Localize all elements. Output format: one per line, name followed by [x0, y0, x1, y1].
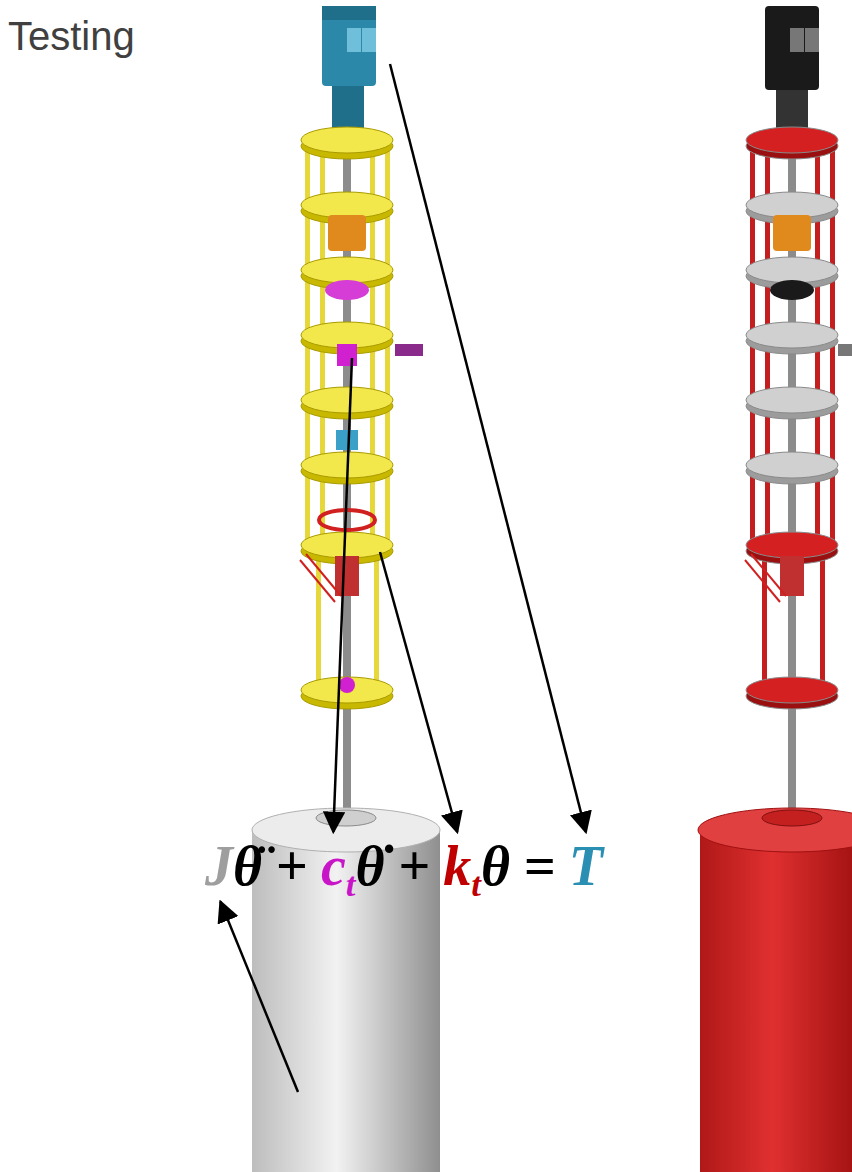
slide-heading: Testing: [8, 14, 135, 59]
plus-sign: +: [398, 836, 430, 898]
right-rig: [698, 6, 852, 1172]
left-rig: [252, 6, 440, 1172]
angular-velocity: θ̇: [355, 836, 384, 898]
damping-subscript: t: [346, 866, 356, 904]
stiffness-subscript: t: [471, 866, 481, 904]
leader-arrow: [380, 552, 457, 832]
leader-arrow: [220, 902, 298, 1092]
angular-acceleration: θ̈: [233, 836, 262, 898]
leader-arrow: [333, 358, 352, 832]
equals-sign: =: [523, 836, 555, 898]
plus-sign: +: [276, 836, 308, 898]
angle-term: θ: [481, 836, 510, 898]
equation: Jθ̈+ctθ̇+ktθ=T: [205, 836, 603, 898]
stiffness-term: k: [443, 836, 471, 898]
torque-term: T: [569, 836, 603, 898]
damping-term: c: [321, 836, 346, 898]
inertia-term: J: [205, 836, 233, 898]
leader-arrow: [390, 64, 586, 832]
